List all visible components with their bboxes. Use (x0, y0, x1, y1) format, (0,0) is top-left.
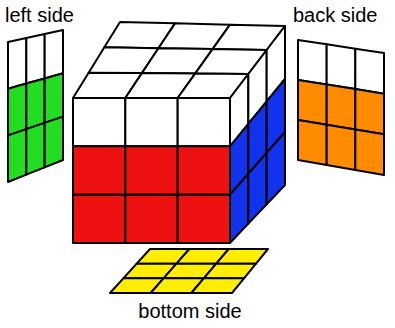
side-label: bottom side (138, 300, 241, 322)
sticker (125, 98, 177, 146)
left-side-panel (8, 30, 63, 182)
sticker (355, 49, 384, 94)
cube-right-face (230, 26, 285, 243)
sticker (355, 130, 384, 175)
sticker (191, 278, 244, 293)
sticker (26, 78, 44, 129)
cube-front-face (73, 98, 230, 243)
bottom-side-panel (110, 249, 268, 293)
sticker (178, 195, 230, 243)
sticker (230, 174, 248, 243)
sticker (45, 117, 63, 168)
sticker (327, 44, 356, 89)
sticker (125, 195, 177, 243)
sticker (178, 146, 230, 194)
sticker (45, 73, 63, 123)
sticker (298, 80, 327, 125)
sticker (8, 84, 26, 136)
sticker (45, 30, 63, 78)
sticker (216, 249, 268, 264)
sticker (178, 98, 230, 146)
sticker (125, 146, 177, 194)
side-label: back side (293, 4, 378, 26)
sticker (248, 153, 266, 224)
sticker (73, 98, 125, 146)
sticker (26, 34, 44, 84)
sticker (355, 89, 384, 134)
sticker (8, 129, 26, 182)
sticker (267, 132, 285, 204)
back-side-panel (298, 40, 384, 175)
sticker (73, 146, 125, 194)
sticker (204, 264, 256, 279)
sticker (8, 38, 26, 89)
cube-faces (8, 22, 384, 293)
sticker (298, 40, 327, 85)
sticker (327, 125, 356, 170)
side-label: left side (5, 4, 74, 26)
sticker (327, 85, 356, 130)
sticker (298, 120, 327, 165)
sticker (26, 123, 44, 175)
sticker (73, 195, 125, 243)
